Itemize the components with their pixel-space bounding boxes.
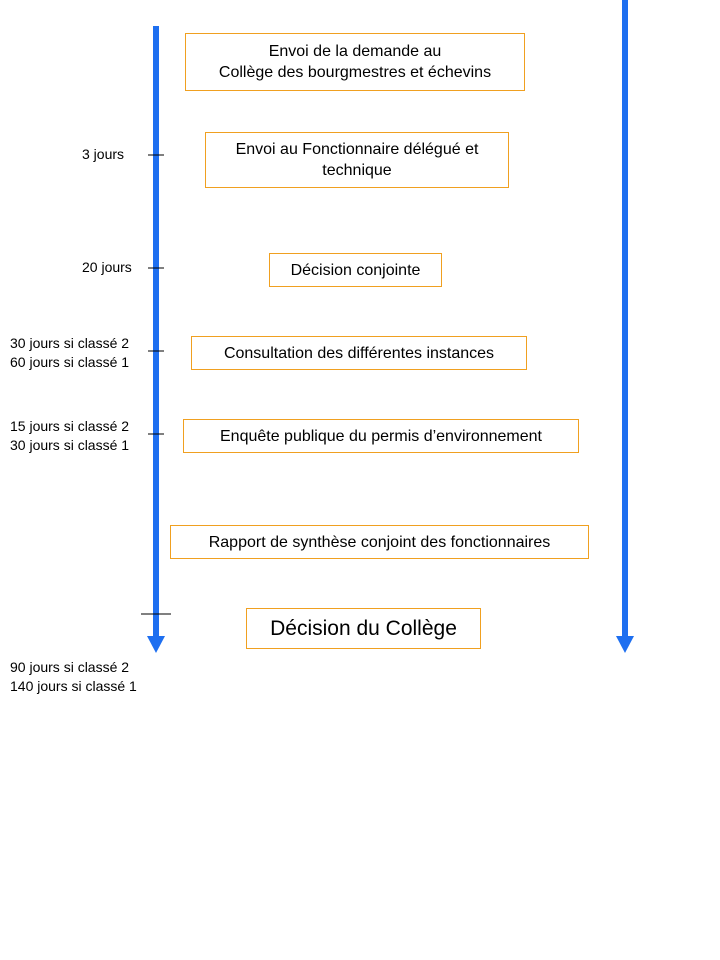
timeline-label-20-jours-text: 20 jours <box>82 259 132 275</box>
timeline-label-enquete-line2: 30 jours si classé 1 <box>10 437 130 453</box>
step-decision-conjointe-label: Décision conjointe <box>290 261 421 279</box>
step-envoi-fonctionnaire: Envoi au Fonctionnaire délégué et techni… <box>205 132 509 188</box>
step-envoi-fonctionnaire-line1: Envoi au Fonctionnaire délégué et <box>235 141 479 158</box>
timeline-label-3-jours-text: 3 jours <box>82 146 125 162</box>
step-rapport-synthese-label: Rapport de synthèse conjoint des fonctio… <box>208 533 551 551</box>
step-envoi-demande-line2: Collège des bourgmestres et échevins <box>218 64 492 81</box>
step-envoi-demande-line1: Envoi de la demande au <box>268 43 442 60</box>
step-envoi-demande: Envoi de la demande au Collège des bourg… <box>185 33 525 91</box>
step-consultation: Consultation des différentes instances <box>191 336 527 370</box>
right-timeline-arrow <box>616 0 634 653</box>
timeline-label-consultation-line1: 30 jours si classé 2 <box>10 335 130 351</box>
step-rapport-synthese: Rapport de synthèse conjoint des fonctio… <box>170 525 589 559</box>
step-decision-college: Décision du Collège <box>246 608 481 649</box>
timeline-label-enquete-line1: 15 jours si classé 2 <box>10 418 130 434</box>
timeline-label-total-line2: 140 jours si classé 1 <box>10 678 137 694</box>
timeline-label-consultation: 30 jours si classé 2 60 jours si classé … <box>10 334 129 372</box>
timeline-label-total-line1: 90 jours si classé 2 <box>10 659 130 675</box>
step-enquete-publique-label: Enquête publique du permis d’environneme… <box>220 427 542 445</box>
timeline-label-enquete: 15 jours si classé 2 30 jours si classé … <box>10 417 129 455</box>
step-decision-college-label: Décision du Collège <box>270 617 457 640</box>
timeline-label-consultation-line2: 60 jours si classé 1 <box>10 354 130 370</box>
step-decision-conjointe: Décision conjointe <box>269 253 442 287</box>
step-envoi-fonctionnaire-line2: technique <box>322 162 392 179</box>
timeline-label-total: 90 jours si classé 2 140 jours si classé… <box>10 658 137 696</box>
timeline-label-3-jours: 3 jours <box>82 145 124 164</box>
step-enquete-publique: Enquête publique du permis d’environneme… <box>183 419 579 453</box>
timeline-label-20-jours: 20 jours <box>82 258 132 277</box>
left-timeline-arrow <box>147 26 165 653</box>
step-consultation-label: Consultation des différentes instances <box>223 344 495 362</box>
